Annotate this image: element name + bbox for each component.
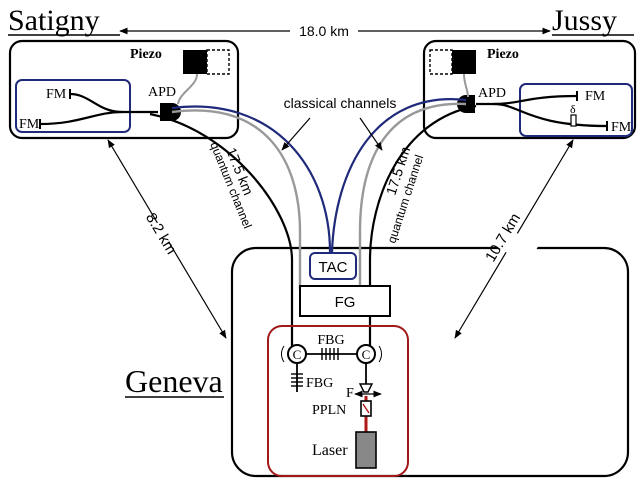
- filter-f: [358, 383, 374, 393]
- distance-satigny-jussy: 18.0 km: [299, 23, 349, 39]
- quantum-channel-right: [368, 104, 477, 348]
- filter-label: F: [346, 386, 354, 401]
- fm-left-top: FM: [46, 87, 67, 102]
- circulator-left-label: C: [293, 347, 302, 362]
- source-box: [267, 325, 409, 477]
- tac-box: [309, 252, 357, 280]
- classical-arrow-left: [281, 117, 311, 151]
- site-label-jussy: Jussy: [552, 4, 617, 37]
- site-label-geneva: Geneva: [125, 363, 223, 399]
- circulator-left-arrow: [280, 345, 285, 363]
- circulator-right-label: C: [362, 347, 371, 362]
- piezo-right-outline: [429, 49, 453, 75]
- quantum-channel-left: [149, 112, 294, 348]
- laser-box: [355, 431, 377, 469]
- apd-label-right: APD: [478, 86, 506, 101]
- piezo-label-right: Piezo: [487, 47, 519, 62]
- site-label-satigny: Satigny: [8, 4, 100, 37]
- fm-left-bottom: FM: [19, 117, 40, 132]
- tac-label: TAC: [319, 259, 348, 276]
- fbg-vertical: [291, 373, 303, 387]
- laser-label: Laser: [312, 442, 348, 459]
- apd-label-left: APD: [148, 85, 176, 100]
- fg-label: FG: [335, 294, 356, 311]
- classical-channels-label: classical channels: [284, 95, 397, 111]
- classical-channel-blue-right: [330, 98, 467, 253]
- piezo-left-outline: [206, 49, 230, 75]
- geneva-box: [230, 246, 630, 478]
- piezo-label-left: Piezo: [130, 47, 162, 62]
- fm-right-top: FM: [585, 89, 606, 104]
- piezo-right: [452, 50, 476, 74]
- jussy-box: [422, 39, 637, 140]
- classical-channel-gray-left: [171, 109, 302, 290]
- phase-delta-label: δ: [570, 102, 576, 116]
- satigny-box: [8, 39, 240, 140]
- piezo-left: [183, 50, 207, 74]
- interferometer-right: [493, 91, 608, 131]
- fbg-label-bottom: FBG: [306, 376, 333, 391]
- piezo-right-cable: [463, 73, 469, 98]
- fg-box: [299, 285, 391, 317]
- fm-right-bottom: FM: [611, 120, 632, 135]
- ppln-label: PPLN: [312, 403, 346, 418]
- interferometer-left: [39, 89, 123, 129]
- fbg-label-top: FBG: [317, 333, 344, 348]
- circulator-right-arrow: [378, 345, 383, 363]
- interferometer-box-left: [15, 79, 131, 133]
- fbg-horizontal: [321, 348, 339, 360]
- classical-arrow-right: [359, 117, 383, 151]
- piezo-left-cable: [177, 73, 198, 105]
